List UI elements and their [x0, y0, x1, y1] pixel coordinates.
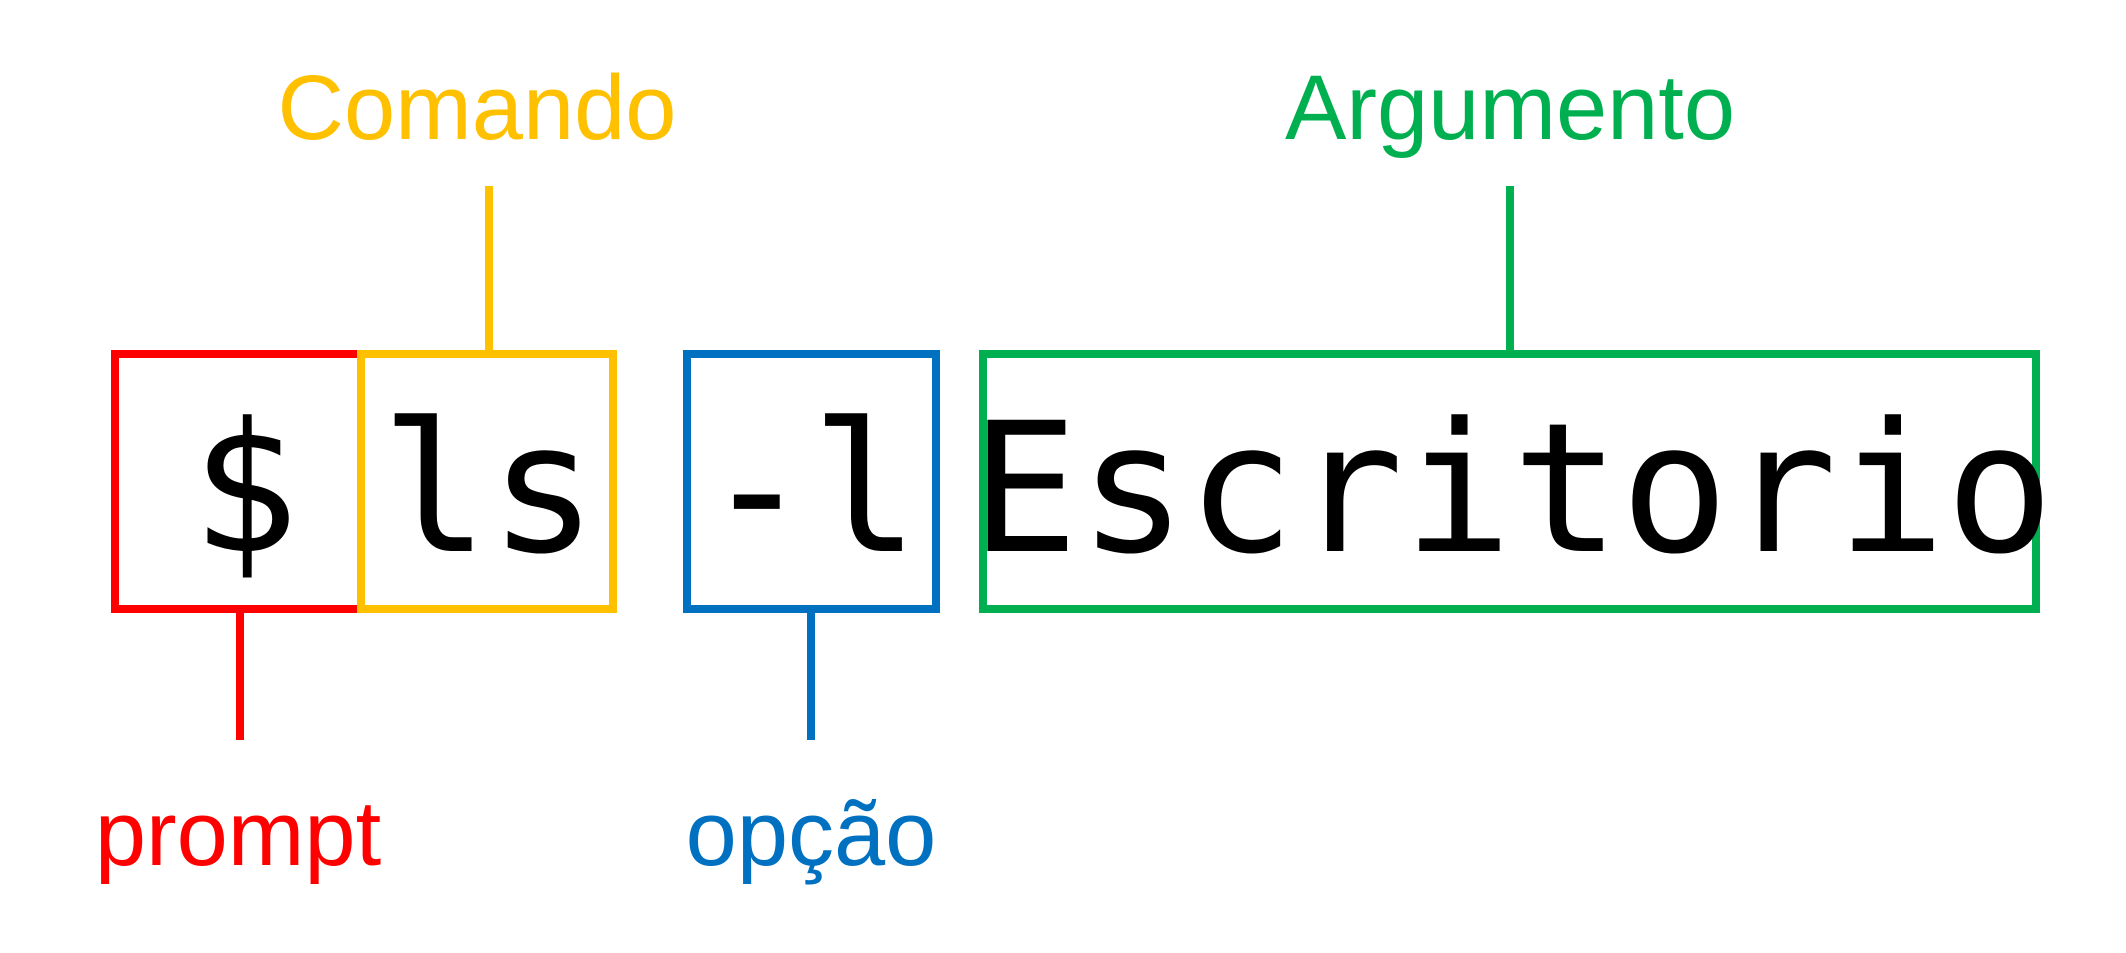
- prompt-label: prompt: [94, 783, 382, 885]
- argument-label: Argumento: [1284, 57, 1736, 159]
- prompt-token: $: [190, 385, 300, 594]
- option-token: -l: [702, 385, 920, 594]
- command-token: ls: [380, 385, 598, 594]
- argument-token: Escritorio: [970, 385, 2054, 594]
- command-label: Comando: [277, 57, 677, 159]
- option-label: opção: [685, 783, 937, 885]
